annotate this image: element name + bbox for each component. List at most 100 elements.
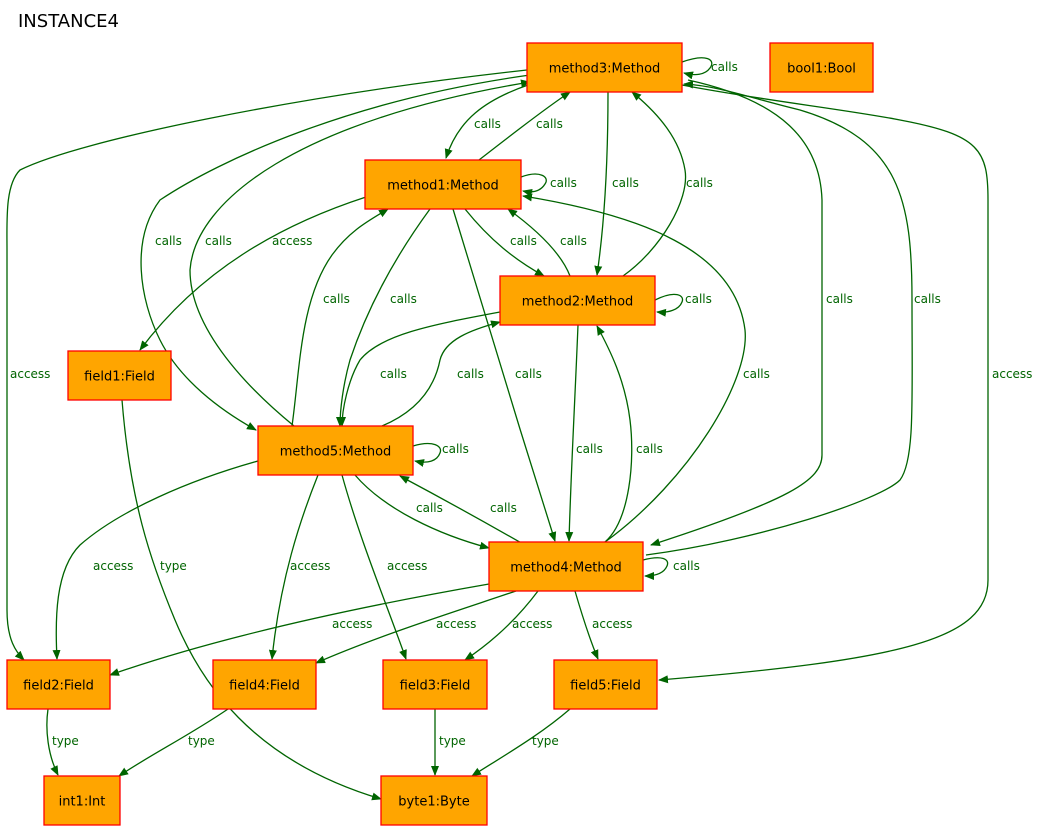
edge-method1-to-method3: calls <box>478 91 571 161</box>
edge-label: calls <box>636 442 663 456</box>
edge-method1-to-method1: calls <box>520 173 577 197</box>
node-method5[interactable]: method5:Method <box>257 425 414 476</box>
edge-label: calls <box>576 442 603 456</box>
node-label: byte1:Byte <box>398 795 469 810</box>
edge-method4-to-method5: calls <box>399 475 531 549</box>
node-method1[interactable]: method1:Method <box>364 159 522 210</box>
edge-method2-to-method4: calls <box>565 324 603 542</box>
edge-line <box>315 590 517 664</box>
node-label: field5:Field <box>570 679 641 694</box>
edge-line <box>522 193 746 543</box>
node-label: field3:Field <box>400 679 471 694</box>
edge-line <box>654 293 684 317</box>
edge-method4-to-method2: calls <box>596 325 663 543</box>
edge-method3-to-method3: calls <box>681 57 738 80</box>
edge-label: calls <box>442 442 469 456</box>
edge-method5-to-field4: access <box>268 474 330 660</box>
node-box <box>553 659 658 710</box>
node-field4[interactable]: field4:Field <box>212 659 317 710</box>
edge-line <box>471 708 571 777</box>
edge-line <box>52 460 259 660</box>
edge-label: calls <box>826 292 853 306</box>
edge-line <box>681 57 713 80</box>
node-field5[interactable]: field5:Field <box>553 659 658 710</box>
edge-line <box>464 590 539 661</box>
edge-label: access <box>436 617 476 631</box>
node-method2[interactable]: method2:Method <box>499 275 656 326</box>
edge-label: calls <box>612 176 639 190</box>
edge-field4-to-int1: type <box>118 708 229 777</box>
edge-method4-to-field2: access <box>109 583 490 676</box>
edge-label: calls <box>416 501 443 515</box>
edge-method5-to-field3: access <box>341 474 427 660</box>
edge-line <box>338 311 501 427</box>
edge-method1-to-method4: calls <box>452 208 557 542</box>
node-field2[interactable]: field2:Field <box>6 659 111 710</box>
edge-label: access <box>592 617 632 631</box>
diagram-title: INSTANCE4 <box>18 11 119 32</box>
node-byte1[interactable]: byte1:Byte <box>380 775 488 826</box>
edge-method4-to-method4: calls <box>642 557 700 580</box>
edge-line <box>645 80 913 556</box>
edge-method5-to-method2: calls <box>381 320 501 427</box>
edge-field3-to-byte1: type <box>431 709 466 776</box>
node-label: bool1:Bool <box>787 62 856 77</box>
node-box <box>6 659 111 710</box>
edge-line <box>478 91 571 161</box>
edge-label: calls <box>515 367 542 381</box>
node-field3[interactable]: field3:Field <box>382 659 488 710</box>
node-box <box>488 541 644 592</box>
edge-label: calls <box>550 176 577 190</box>
edge-label: calls <box>914 292 941 306</box>
edge-label: access <box>290 559 330 573</box>
edge-line <box>118 708 229 777</box>
node-box <box>364 159 522 210</box>
node-method3[interactable]: method3:Method <box>526 42 683 93</box>
edge-line <box>622 91 687 277</box>
edge-label: access <box>387 559 427 573</box>
edge-line <box>381 320 501 427</box>
node-label: method1:Method <box>387 179 499 194</box>
node-bool1[interactable]: bool1:Bool <box>769 42 874 93</box>
node-field1[interactable]: field1:Field <box>67 350 172 401</box>
edge-label: type <box>52 734 79 748</box>
edge-label: calls <box>673 559 700 573</box>
edge-line <box>354 474 490 550</box>
edge-method4-to-field4: access <box>315 590 517 664</box>
edge-method3-to-method1: calls <box>444 84 529 159</box>
edge-label: calls <box>510 234 537 248</box>
edge-line <box>412 442 442 467</box>
node-box <box>499 275 656 326</box>
edge-field5-to-byte1: type <box>471 708 571 777</box>
node-int1[interactable]: int1:Int <box>43 775 121 826</box>
node-label: method4:Method <box>510 561 622 576</box>
edge-method4-to-method1: calls <box>522 193 770 543</box>
edge-method3-to-field2: access <box>6 69 528 661</box>
node-label: method2:Method <box>522 295 634 310</box>
edge-label: type <box>532 734 559 748</box>
node-box <box>769 42 874 93</box>
edge-label: type <box>439 734 466 748</box>
edge-line <box>650 79 823 547</box>
edge-label: calls <box>155 234 182 248</box>
edge-method1-to-method5: calls <box>336 208 431 427</box>
edge-label: calls <box>474 117 501 131</box>
edge-label: access <box>992 367 1032 381</box>
node-box <box>67 350 172 401</box>
edge-method5-to-field2: access <box>52 460 259 660</box>
edge-field1-to-byte1: type <box>121 399 382 801</box>
edge-label: calls <box>205 234 232 248</box>
node-method4[interactable]: method4:Method <box>488 541 644 592</box>
edge-label: calls <box>380 367 407 381</box>
edge-method3-to-method2: calls <box>594 91 639 276</box>
edge-method5-to-method1: calls <box>291 208 389 427</box>
node-box <box>43 775 121 826</box>
edge-method4-to-field5: access <box>574 590 632 660</box>
edge-label: access <box>512 617 552 631</box>
edge-label: access <box>10 367 50 381</box>
edge-line <box>336 208 431 427</box>
edge-method2-to-method2: calls <box>654 292 712 317</box>
node-label: field4:Field <box>229 679 300 694</box>
edge-line <box>140 74 531 431</box>
